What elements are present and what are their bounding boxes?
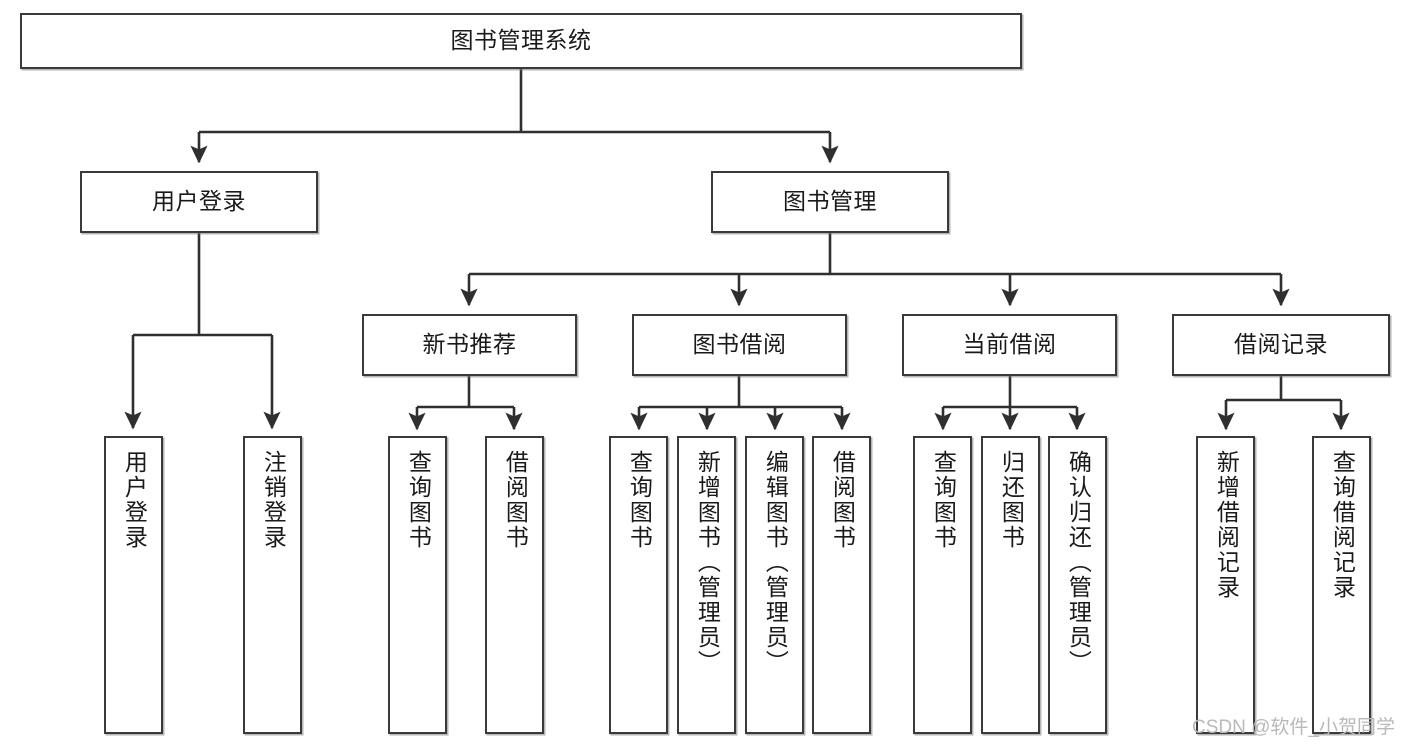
- node-root-book-management-system[interactable]: 图书管理系统: [20, 13, 1022, 69]
- node-label: 查询图书: [930, 450, 957, 550]
- node-label: 注销登录: [260, 450, 287, 550]
- node-label: 新增借阅记录: [1213, 450, 1240, 600]
- node-label: 图书借阅: [692, 331, 787, 358]
- leaf-add-borrow-record[interactable]: 新增借阅记录: [1196, 436, 1255, 734]
- node-new-book-recommend[interactable]: 新书推荐: [362, 314, 577, 376]
- leaf-borrow-book-new-recommend[interactable]: 借阅图书: [485, 436, 544, 734]
- node-label: 图书管理系统: [450, 27, 592, 54]
- leaf-query-book-borrow[interactable]: 查询图书: [609, 436, 668, 734]
- node-label: 当前借阅: [962, 331, 1057, 358]
- node-current-borrow[interactable]: 当前借阅: [902, 314, 1117, 376]
- node-label: 用户登录: [152, 188, 246, 215]
- node-label: 归还图书: [998, 450, 1025, 550]
- leaf-add-book[interactable]: 新增图书（管理员）: [677, 436, 736, 734]
- node-label: 查询借阅记录: [1329, 450, 1356, 600]
- leaf-return-book[interactable]: 归还图书: [981, 436, 1040, 734]
- leaf-edit-book[interactable]: 编辑图书（管理员）: [745, 436, 804, 734]
- node-book-borrow[interactable]: 图书借阅: [632, 314, 847, 376]
- leaf-confirm-return[interactable]: 确认归还（管理员）: [1048, 436, 1107, 734]
- node-label: 借阅图书: [829, 450, 856, 550]
- node-label: 图书管理: [783, 188, 877, 215]
- node-label: 新增图书（管理员）: [694, 450, 721, 675]
- csdn-watermark: CSDN @软件_小贺同学: [1192, 717, 1395, 738]
- node-borrow-record[interactable]: 借阅记录: [1172, 314, 1390, 376]
- leaf-query-borrow-record[interactable]: 查询借阅记录: [1312, 436, 1371, 734]
- node-label: 查询图书: [405, 450, 432, 550]
- leaf-logout[interactable]: 注销登录: [243, 436, 302, 734]
- node-label: 编辑图书（管理员）: [762, 450, 789, 675]
- node-label: 借阅图书: [502, 450, 529, 550]
- node-book-management[interactable]: 图书管理: [711, 171, 949, 233]
- leaf-query-book-current[interactable]: 查询图书: [913, 436, 972, 734]
- node-label: 用户登录: [121, 450, 148, 550]
- node-label: 借阅记录: [1234, 331, 1328, 358]
- leaf-query-book-new-recommend[interactable]: 查询图书: [388, 436, 447, 734]
- node-user-login[interactable]: 用户登录: [80, 171, 318, 233]
- node-label: 查询图书: [626, 450, 653, 550]
- node-label: 确认归还（管理员）: [1065, 450, 1092, 675]
- leaf-borrow-book[interactable]: 借阅图书: [812, 436, 871, 734]
- leaf-user-login[interactable]: 用户登录: [104, 436, 163, 734]
- node-label: 新书推荐: [422, 331, 517, 358]
